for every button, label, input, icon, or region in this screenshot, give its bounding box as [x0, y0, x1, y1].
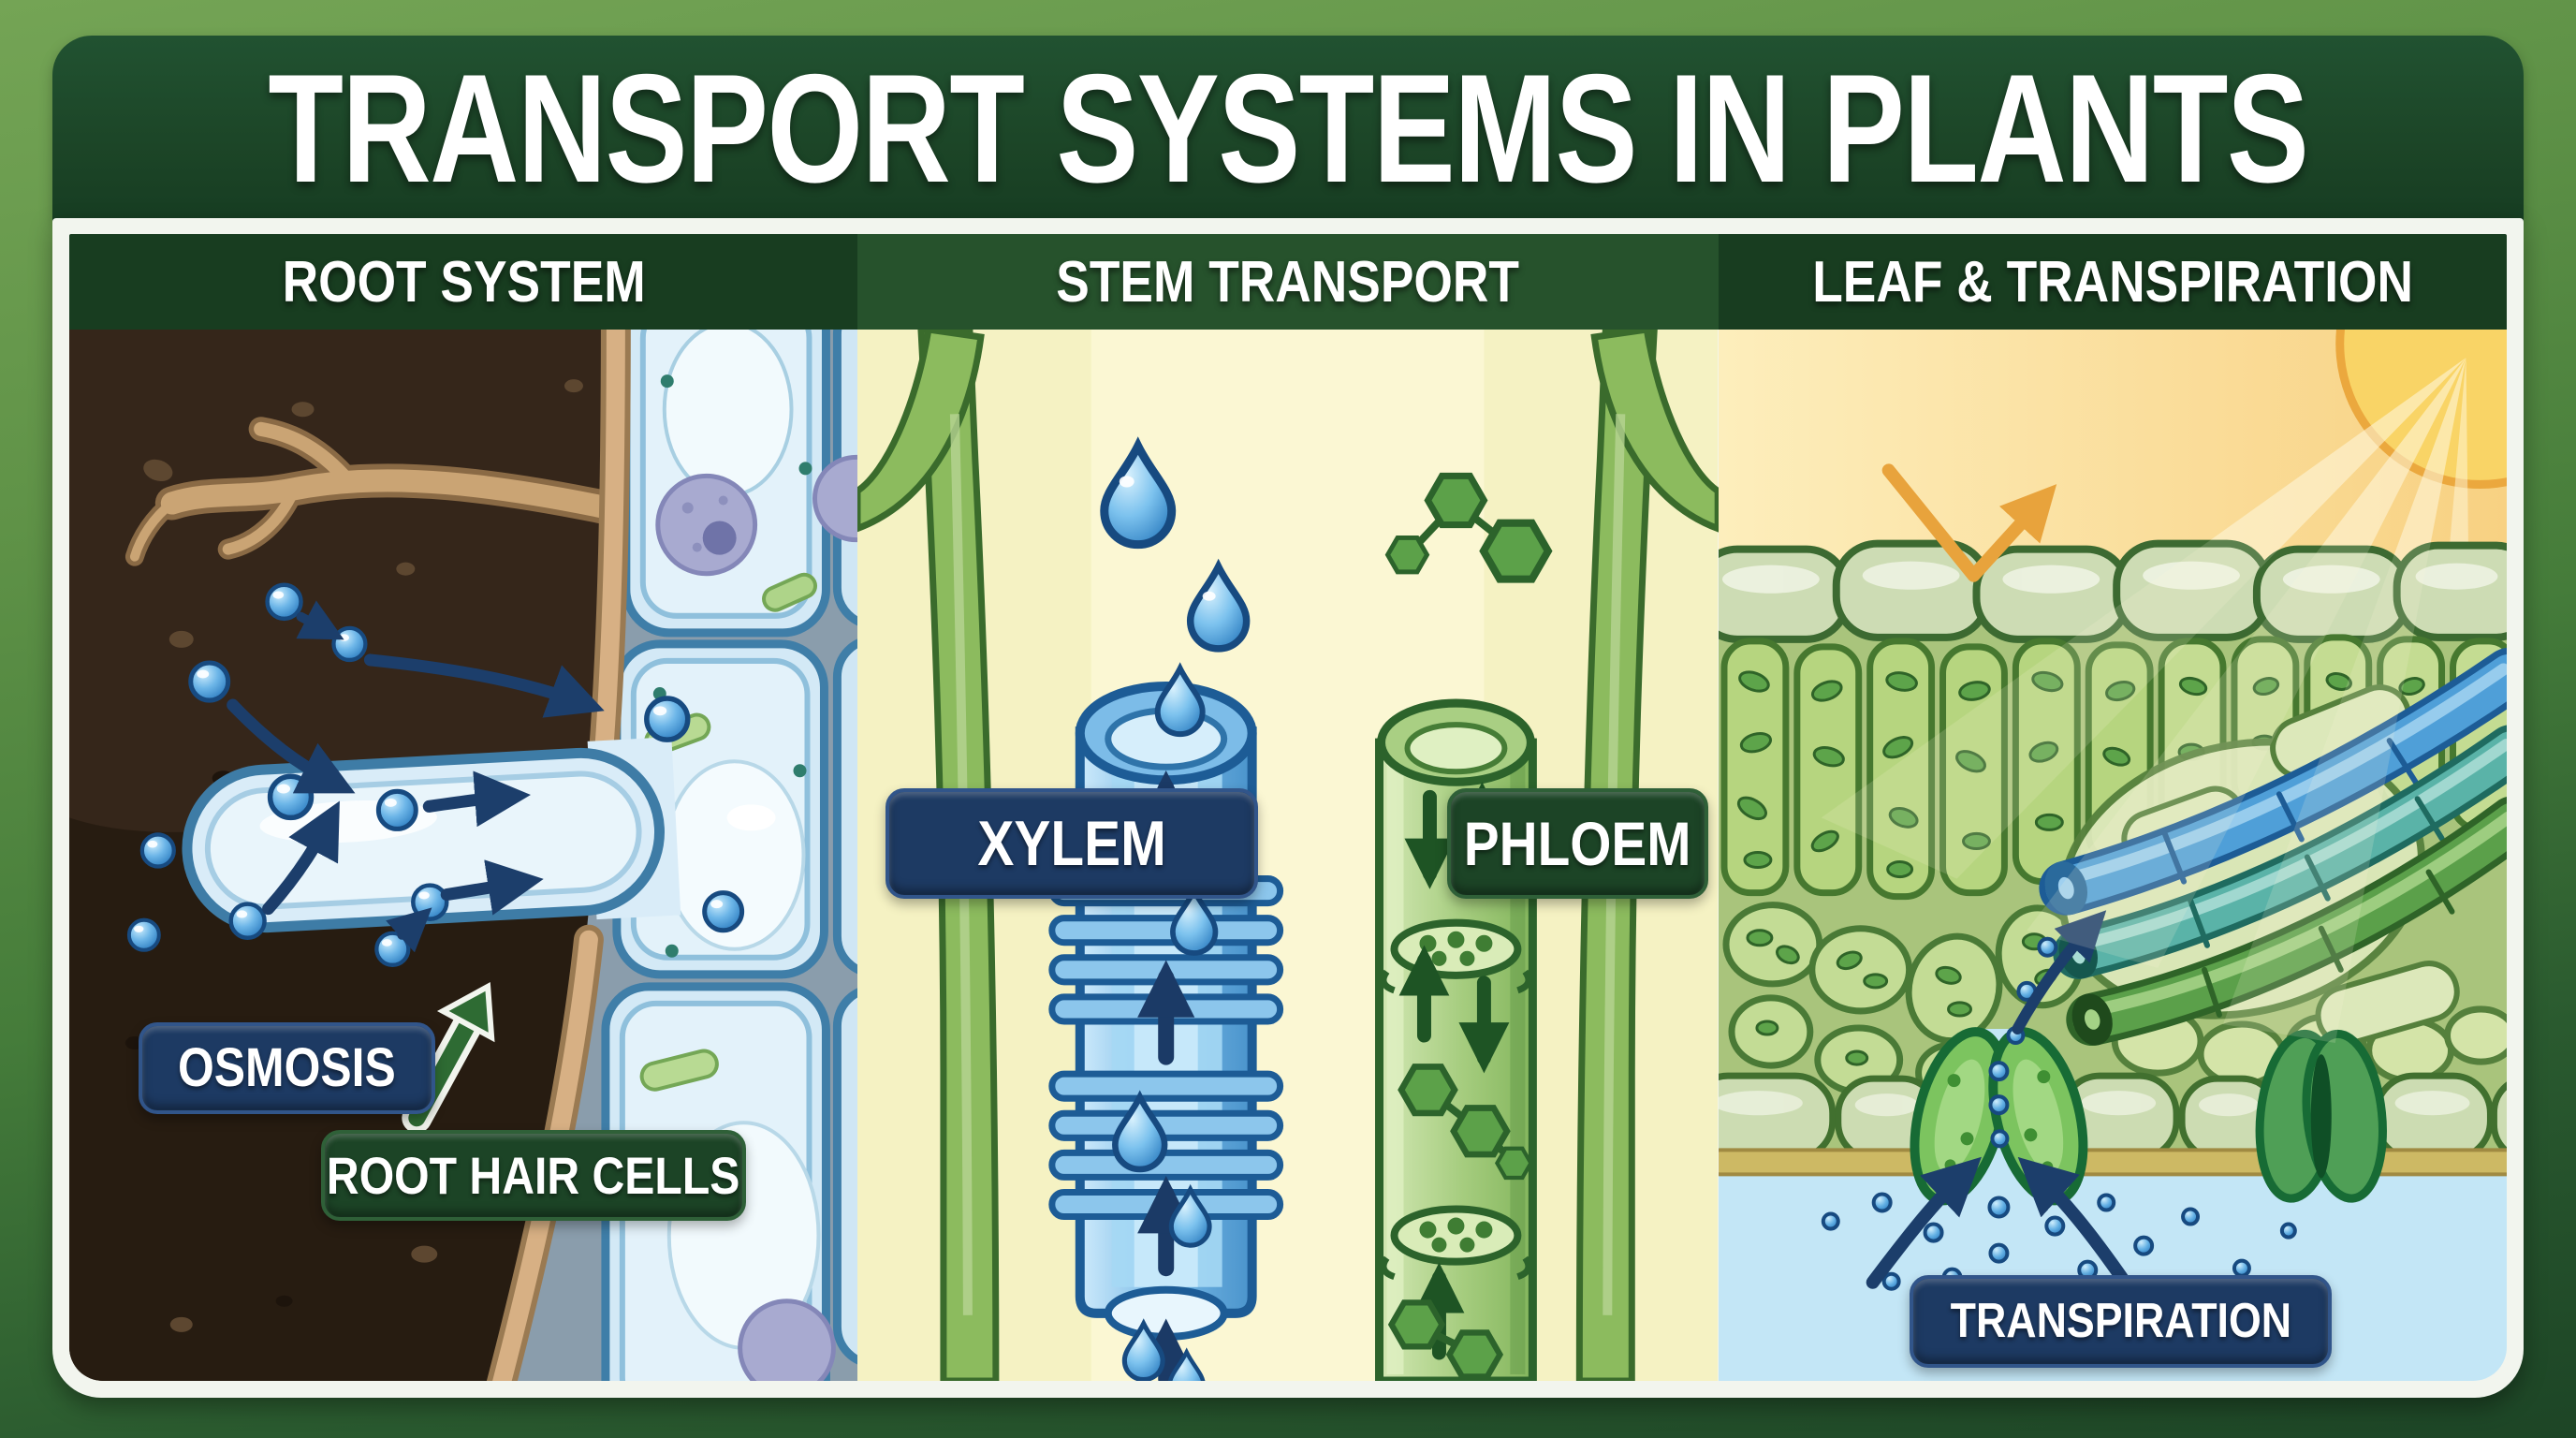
- transpiration-arrows: [1866, 910, 2131, 1289]
- panel-leaf-header: LEAF & TRANSPIRATION: [1718, 234, 2507, 330]
- upper-epidermis: [1718, 539, 2507, 643]
- nucleus: [655, 473, 758, 577]
- phloem-label: PHLOEM: [1447, 787, 1709, 899]
- root-branch: [124, 417, 647, 566]
- panel-stem-header: STEM TRANSPORT: [857, 234, 1719, 330]
- light-reflection-arrow: [1881, 463, 2056, 582]
- root-cell-partial: [812, 330, 858, 1369]
- panel-root-header: ROOT SYSTEM: [69, 234, 858, 330]
- vein-xylem-tube: [2038, 648, 2507, 916]
- cuticle: [1718, 1148, 2507, 1177]
- panel-leaf-transpiration: LEAF & TRANSPIRATION: [1718, 234, 2507, 1381]
- root-hair-cells-label: ROOT HAIR CELLS: [320, 1129, 747, 1222]
- panel-root-system: ROOT SYSTEM: [69, 234, 858, 1381]
- root-cell: [622, 330, 830, 638]
- spongy-cells: [1722, 902, 2507, 1105]
- root-cell: [601, 982, 836, 1381]
- lower-epidermis-sheen: [1718, 1091, 2470, 1117]
- spongy-chloroplasts: [1746, 929, 2057, 1066]
- sugar-molecules: [1388, 476, 1548, 1376]
- xylem-label: XYLEM: [885, 787, 1259, 899]
- panel-stem-title: STEM TRANSPORT: [1056, 249, 1520, 315]
- page-title: TRANSPORT SYSTEMS IN PLANTS: [268, 41, 2310, 214]
- phloem-tube: [1375, 476, 1548, 1381]
- vein-teal-tube: [2052, 725, 2507, 979]
- osmosis-label: OSMOSIS: [139, 1022, 436, 1114]
- content-area: ROOT SYSTEM: [69, 234, 2507, 1381]
- transpiration-label: TRANSPIRATION: [1910, 1274, 2332, 1368]
- panel-stem-transport: STEM TRANSPORT: [857, 234, 1719, 1381]
- panel-root-title: ROOT SYSTEM: [282, 249, 646, 315]
- sun-rays-overlay: [1821, 358, 2466, 1044]
- stoma-closed: [2255, 1029, 2387, 1203]
- panel-stem-art: XYLEM PHLOEM: [857, 330, 1719, 1381]
- sieve-plate: [1380, 1205, 1532, 1281]
- panel-leaf-title: LEAF & TRANSPIRATION: [1811, 249, 2413, 315]
- title-band: TRANSPORT SYSTEMS IN PLANTS: [52, 36, 2524, 221]
- chloroplast: [639, 1049, 719, 1092]
- chloroplast: [762, 572, 818, 612]
- panel-leaf-art: TRANSPIRATION: [1718, 330, 2507, 1381]
- vein-phloem-tube: [2065, 797, 2507, 1047]
- root-illustration: [69, 330, 858, 1381]
- nucleus: [738, 1299, 836, 1381]
- leaf-illustration: [1718, 330, 2507, 1381]
- osmosis-arrows: [227, 600, 605, 953]
- panel-root-art: OSMOSIS ROOT HAIR CELLS: [69, 330, 858, 1381]
- soil-speckles: [143, 379, 583, 1332]
- vapour-droplets: [1821, 936, 2297, 1312]
- content-frame: ROOT SYSTEM: [52, 218, 2524, 1398]
- leaf-vein-bundle: [2038, 648, 2507, 1047]
- palisade-chloroplasts: [1736, 670, 2497, 879]
